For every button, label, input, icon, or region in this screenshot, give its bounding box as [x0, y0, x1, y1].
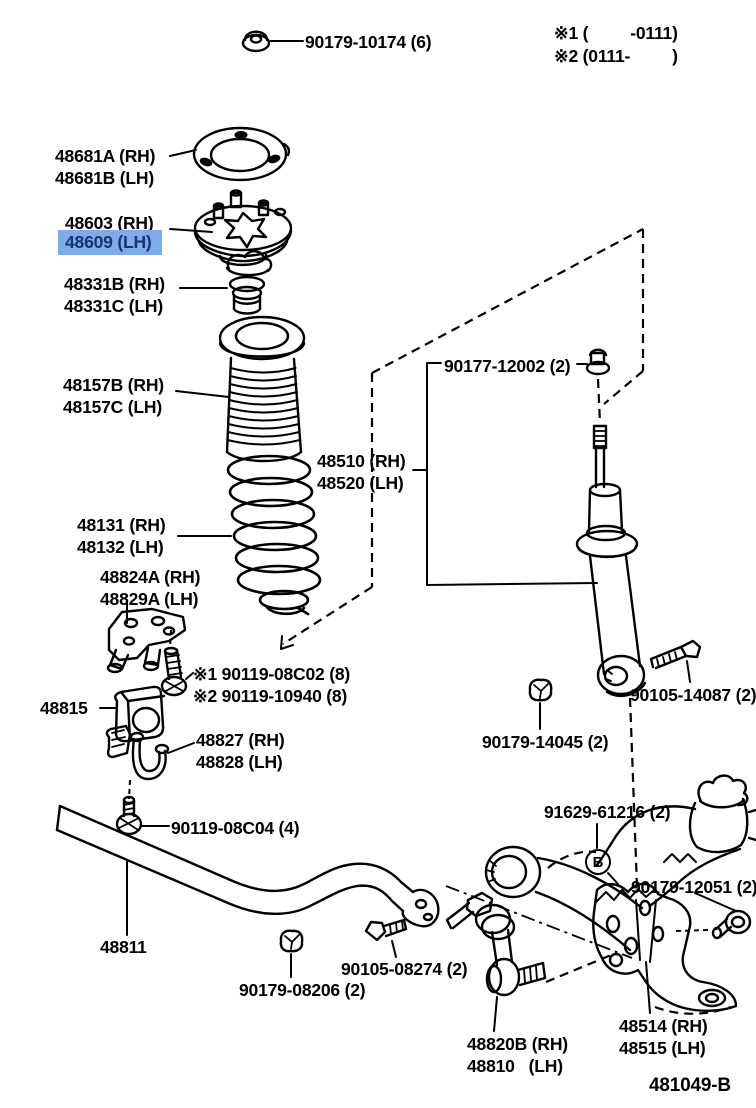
part-label-48609-selected[interactable]: 48609 (LH) [58, 230, 162, 255]
nut-90177-12002-art [585, 348, 611, 376]
lower-arm-art [484, 845, 644, 952]
upper-ball-joint-art [595, 774, 756, 907]
part-label-48815[interactable]: 48815 [40, 698, 88, 718]
part-label-48824[interactable]: 48824A (RH)48829A (LH) [100, 567, 201, 609]
part-label-48827[interactable]: 48827 (RH)48828 (LH) [196, 730, 285, 772]
bracket-48824-art [106, 607, 187, 674]
part-label-90119-08C04[interactable]: 90119-08C04 (4) [171, 818, 300, 838]
nut-90179-10174-art [241, 30, 271, 53]
part-label-90105-08274[interactable]: 90105-08274 (2) [341, 959, 468, 979]
part-label-48603[interactable]: 48603 (RH) [65, 213, 154, 233]
bolt-90119-08C02-art [160, 646, 188, 697]
part-label-90179-08206[interactable]: 90179-08206 (2) [239, 980, 366, 1000]
leader-lines [99, 40, 737, 1032]
bolt-90119-08C04-art [115, 795, 143, 836]
cam-bolt-90179-12051-art [711, 909, 752, 940]
callout-b-circle[interactable]: B [585, 849, 611, 875]
part-label-90179-12051[interactable]: 90179-12051 (2) [631, 877, 756, 897]
stabilizer-bar-48811-art [55, 804, 440, 928]
part-label-48811[interactable]: 48811 [100, 937, 147, 957]
steering-knuckle-48514-art [592, 882, 738, 1012]
part-label-90119-10940[interactable]: ※2 90119-10940 (8) [193, 686, 348, 706]
part-label-90119-08C02[interactable]: ※1 90119-08C02 (8) [193, 664, 351, 684]
part-label-90177-12002[interactable]: 90177-12002 (2) [444, 356, 571, 376]
support-seal-48681-art [192, 126, 291, 182]
part-label-90179-14045[interactable]: 90179-14045 (2) [482, 732, 609, 752]
part-label-48820B[interactable]: 48820B (RH)48810 (LH) [467, 1034, 568, 1076]
center-axis-line [445, 885, 633, 959]
part-label-48331[interactable]: 48331B (RH)48331C (LH) [64, 274, 165, 316]
shock-absorber-48510-art [575, 424, 647, 698]
nut-90179-14045-art [528, 678, 553, 702]
nut-90179-08206-art [279, 929, 304, 953]
note-label-1: ※1 ( -0111) [554, 23, 678, 43]
bolt-90105-08274-art [364, 918, 408, 942]
short-dashed-lines [128, 629, 709, 932]
part-label-48131[interactable]: 48131 (RH)48132 (LH) [77, 515, 166, 557]
part-label-90105-14087[interactable]: 90105-14087 (2) [630, 685, 756, 705]
part-label-48157[interactable]: 48157B (RH)48157C (LH) [63, 375, 164, 417]
assembly-dashed-lines [282, 228, 732, 1015]
bolt-90105-14087-art [649, 639, 702, 670]
clamp-48827-art [105, 724, 170, 781]
part-label-91629-61216[interactable]: 91629-61216 (2) [544, 802, 671, 822]
diagram-code: 481049-B [649, 1075, 731, 1096]
part-label-48510[interactable]: 48510 (RH)48520 (LH) [317, 451, 406, 493]
part-label-90179-10174[interactable]: 90179-10174 (6) [305, 32, 432, 52]
bumper-48331-art [225, 250, 273, 315]
note-label-2: ※2 (0111- ) [554, 46, 678, 66]
suspension-support-48603-art [193, 189, 293, 267]
dust-boot-48157-art [218, 315, 306, 463]
stabilizer-link-48820B-art [445, 891, 547, 997]
part-label-48681[interactable]: 48681A (RH)48681B (LH) [55, 146, 156, 188]
part-label-48514[interactable]: 48514 (RH)48515 (LH) [619, 1016, 708, 1058]
coil-spring-48131-art [226, 454, 322, 616]
